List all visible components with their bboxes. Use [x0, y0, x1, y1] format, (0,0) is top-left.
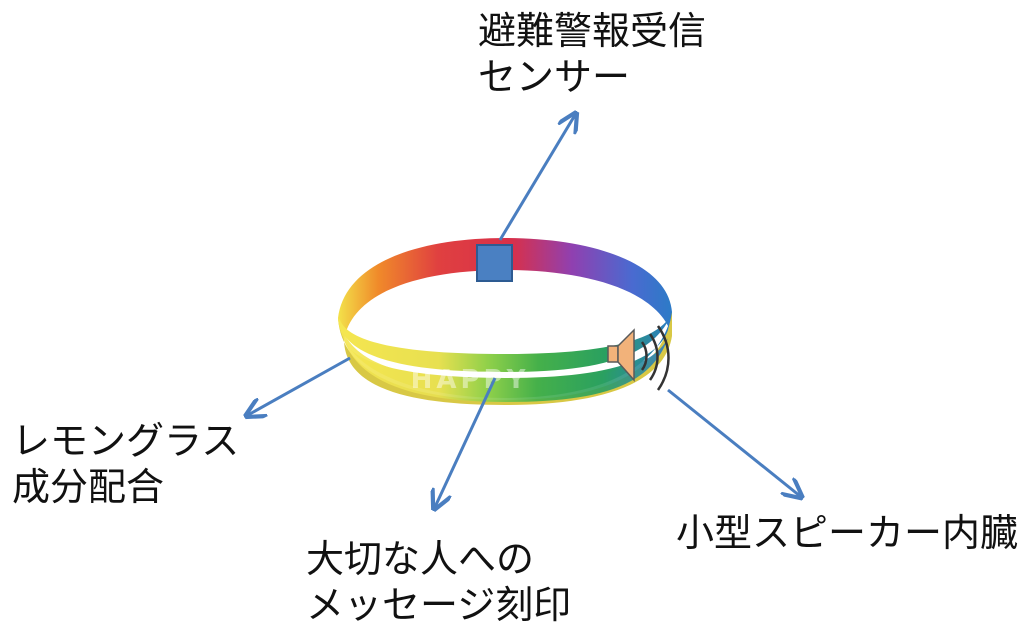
- label-lemongrass-ingredient: レモングラス 成分配合: [12, 418, 239, 510]
- sensor-square-icon: [476, 244, 513, 282]
- sound-wave-icon: [640, 325, 670, 391]
- label-line: 小型スピーカー内臓: [676, 511, 1019, 555]
- label-line: メッセージ刻印: [306, 583, 572, 627]
- arrow-lemongrass: [248, 356, 351, 415]
- arrow-message: [435, 377, 497, 507]
- label-built-in-speaker: 小型スピーカー内臓: [676, 510, 1018, 556]
- label-evacuation-alert-sensor: 避難警報受信 センサー: [478, 8, 706, 100]
- label-line: レモングラス: [12, 419, 240, 463]
- arrow-sensor: [498, 115, 575, 241]
- band-engraving: HAPPY: [411, 365, 530, 395]
- bracelet-back: [338, 238, 672, 340]
- label-line: 避難警報受信: [478, 9, 707, 53]
- arrow-speaker: [667, 388, 800, 496]
- bracelet-front: HAPPY: [338, 312, 672, 405]
- label-line: 大切な人への: [306, 537, 535, 581]
- label-line: 成分配合: [12, 465, 165, 509]
- speaker-icon: [607, 328, 635, 382]
- label-message-engraving: 大切な人への メッセージ刻印: [306, 536, 571, 628]
- label-line: センサー: [478, 55, 631, 99]
